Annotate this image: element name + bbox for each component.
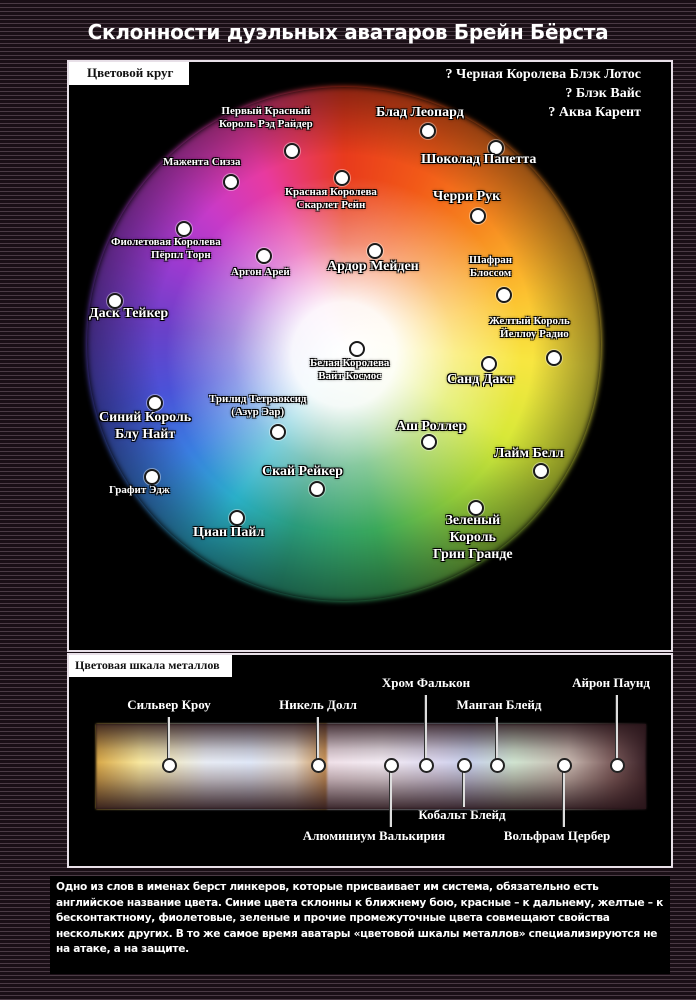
- avatar-dot-blue-knight[interactable]: [147, 395, 163, 411]
- metal-dot-chrome-falcon[interactable]: [419, 758, 434, 773]
- avatar-dot-dusk-taker[interactable]: [107, 293, 123, 309]
- avatar-label-dusk-taker: Даск Тейкер: [89, 306, 169, 321]
- unknown-avatar: ? Аква Карент: [548, 104, 641, 120]
- color-wheel-panel: Цветовой круг ? Черная Королева Блэк Лот…: [67, 60, 673, 652]
- unknown-avatar: ? Блэк Вайс: [565, 85, 641, 101]
- avatar-label-argon-array: Аргон Арей: [231, 266, 290, 278]
- avatar-dot-scarlet-rain[interactable]: [334, 170, 350, 186]
- metal-dot-silver-crow[interactable]: [162, 758, 177, 773]
- metal-leader-line: [167, 717, 170, 763]
- avatar-label-sky-raker: Скай Рейкер: [262, 464, 343, 479]
- metal-label-wolfram-cerberus: Вольфрам Цербер: [503, 828, 611, 843]
- metal-dot-aluminium-valkyrie[interactable]: [384, 758, 399, 773]
- avatar-dot-yellow-radio[interactable]: [546, 350, 562, 366]
- metal-scale-panel: Цветовая шкала металлов Сильвер Кроу Ник…: [67, 653, 673, 868]
- metal-dot-cobalt-blade[interactable]: [457, 758, 472, 773]
- avatar-dot-ardor-maiden[interactable]: [367, 243, 383, 259]
- metal-scale-label: Цветовая шкала металлов: [69, 655, 232, 677]
- metal-label-silver-crow: Сильвер Кроу: [127, 697, 211, 712]
- metal-leader-line: [389, 769, 392, 827]
- metal-leader-line: [424, 695, 427, 763]
- avatar-dot-argon-array[interactable]: [256, 248, 272, 264]
- page-title: Склонности дуэльных аватаров Брейн Бёрст…: [87, 20, 609, 44]
- metal-label-cobalt-blade: Кобальт Блейд: [418, 807, 506, 822]
- metal-leader-line: [495, 717, 498, 763]
- avatar-label-chocolat-puppeteer: Шоколад Папетта: [421, 152, 537, 167]
- avatar-dot-sand-duct[interactable]: [481, 356, 497, 372]
- avatar-label-blood-leopard: Блад Леопард: [376, 105, 464, 120]
- avatar-label-lime-bell: Лайм Белл: [494, 446, 564, 461]
- metal-label-manganese-blade: Манган Блейд: [456, 697, 542, 712]
- metal-label-iron-pound: Айрон Паунд: [572, 675, 650, 690]
- unknown-avatars-list: ? Черная Королева Блэк Лотос ? Блэк Вайс…: [446, 66, 641, 123]
- avatar-dot-chocolat-puppeteer[interactable]: [488, 140, 504, 156]
- avatar-dot-ash-roller[interactable]: [421, 434, 437, 450]
- metal-leader-line: [562, 769, 565, 827]
- avatar-dot-azure-air[interactable]: [270, 424, 286, 440]
- metal-leader-line: [316, 717, 319, 763]
- metal-dot-nickel-doll[interactable]: [311, 758, 326, 773]
- avatar-dot-green-grandee[interactable]: [468, 500, 484, 516]
- unknown-avatar: ? Черная Королева Блэк Лотос: [445, 67, 641, 82]
- avatar-dot-graphite-edge[interactable]: [144, 469, 160, 485]
- avatar-dot-red-rider[interactable]: [284, 143, 300, 159]
- avatar-dot-cherry-rook[interactable]: [470, 208, 486, 224]
- avatar-dot-blood-leopard[interactable]: [420, 123, 436, 139]
- metal-label-aluminium-valkyrie: Алюминиум Валькирия: [302, 828, 446, 843]
- color-wheel-label: Цветовой круг: [69, 62, 190, 85]
- avatar-dot-magenta-scissor[interactable]: [223, 174, 239, 190]
- avatar-dot-sky-raker[interactable]: [309, 481, 325, 497]
- metal-dot-manganese-blade[interactable]: [490, 758, 505, 773]
- metal-label-nickel-doll: Никель Долл: [279, 697, 357, 712]
- avatar-label-cherry-rook: Черри Рук: [433, 189, 501, 204]
- avatar-dot-cyan-pile[interactable]: [229, 510, 245, 526]
- metal-leader-line: [462, 769, 465, 807]
- avatar-label-magenta-scissor: Мажента Сизза: [163, 156, 241, 168]
- avatar-dot-white-cosmos[interactable]: [349, 341, 365, 357]
- metal-leader-line: [615, 695, 618, 763]
- avatar-dot-purple-thorn[interactable]: [176, 221, 192, 237]
- avatar-dot-lime-bell[interactable]: [533, 463, 549, 479]
- avatar-label-ardor-maiden: Ардор Мейден: [327, 259, 419, 274]
- avatar-label-azure-air: Трилид Тетраоксид(Азур Эар): [209, 393, 307, 419]
- avatar-label-sand-duct: Санд Дакт: [447, 372, 515, 387]
- caption-text: Одно из слов в именах берст линкеров, ко…: [56, 880, 666, 958]
- avatar-label-graphite-edge: Графит Эдж: [109, 484, 170, 496]
- avatar-label-cyan-pile: Циан Пайл: [193, 525, 265, 540]
- avatar-label-ash-roller: Аш Роллер: [396, 419, 467, 434]
- metal-dot-wolfram-cerberus[interactable]: [557, 758, 572, 773]
- avatar-dot-saffron-blossom[interactable]: [496, 287, 512, 303]
- metal-bar-shading: [96, 724, 646, 809]
- metal-dot-iron-pound[interactable]: [610, 758, 625, 773]
- metal-label-chrome-falcon: Хром Фалькон: [381, 675, 471, 690]
